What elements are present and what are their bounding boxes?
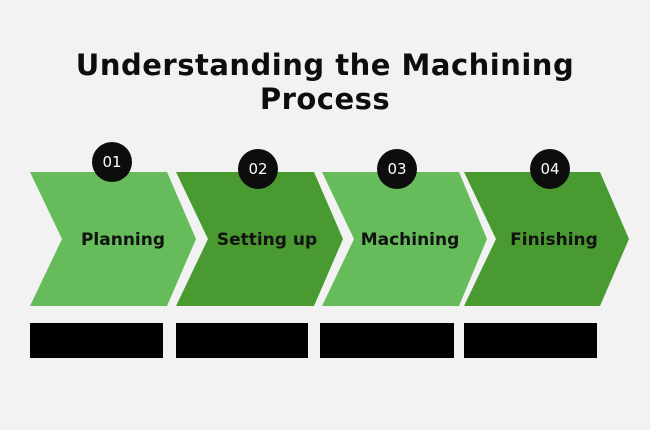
step-badge-03 (377, 149, 417, 189)
chevron-finishing (464, 172, 629, 306)
step-finishing: Finishing 04 (464, 149, 629, 358)
chevron-machining (322, 172, 487, 306)
placeholder-bar-finishing (464, 323, 597, 358)
step-number-01: 01 (102, 153, 121, 171)
step-machining: Machining 03 (320, 149, 487, 358)
step-number-02: 02 (248, 160, 267, 178)
step-label-setting-up: Setting up (217, 230, 317, 250)
placeholder-bar-setting-up (176, 323, 308, 358)
title-line-1: Understanding the Machining (75, 48, 575, 82)
step-number-04: 04 (540, 160, 559, 178)
step-badge-02 (238, 149, 278, 189)
step-planning: Planning 01 (30, 142, 196, 358)
placeholder-bar-planning (30, 323, 163, 358)
chevron-planning (30, 172, 196, 306)
step-label-machining: Machining (361, 230, 460, 250)
diagram-title: Understanding the Machining Process (0, 48, 650, 116)
step-setting-up: Setting up 02 (176, 149, 343, 358)
step-badge-01 (92, 142, 132, 182)
step-label-finishing: Finishing (510, 230, 598, 250)
title-line-2: Process (259, 82, 391, 116)
placeholder-bar-machining (320, 323, 454, 358)
chevron-setting-up (176, 172, 343, 306)
step-label-planning: Planning (81, 230, 165, 250)
step-number-03: 03 (387, 160, 406, 178)
step-badge-04 (530, 149, 570, 189)
